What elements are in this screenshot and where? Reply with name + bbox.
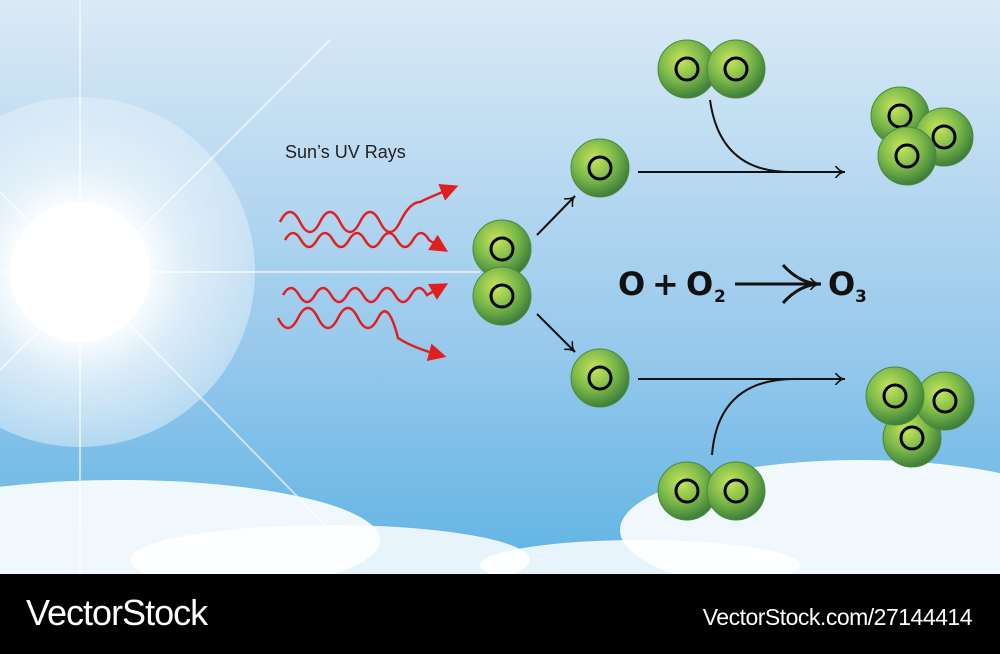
sun — [0, 0, 480, 574]
o-atom-lower — [569, 347, 631, 409]
uv-rays-label: Sun’s UV Rays — [285, 142, 406, 162]
equation: O + O 2 O 3 — [618, 263, 867, 307]
eq-reactant-subscript: 2 — [714, 287, 726, 307]
uv-ray — [281, 283, 449, 304]
uv-ray — [276, 306, 447, 361]
uv-rays — [276, 183, 459, 361]
reaction-arrows — [536, 99, 845, 456]
eq-plus: + — [652, 265, 679, 303]
image-id-url: VectorStock.com/27144414 — [702, 604, 973, 630]
watermark-footer: VectorStock VectorStock.com/27144414 — [0, 574, 1000, 654]
uv-ray — [283, 231, 449, 252]
eq-reactant-o: O — [618, 265, 645, 303]
eq-product-subscript: 3 — [855, 287, 867, 307]
uv-ray — [278, 183, 459, 234]
ozone-formation-diagram: Sun’s UV Rays O + O 2 O 3 — [0, 0, 1000, 574]
vectorstock-logo: VectorStock — [26, 592, 208, 633]
eq-reactant-o2: O — [686, 265, 713, 303]
o-atom-upper — [569, 137, 631, 199]
eq-product-o3: O — [828, 265, 855, 303]
